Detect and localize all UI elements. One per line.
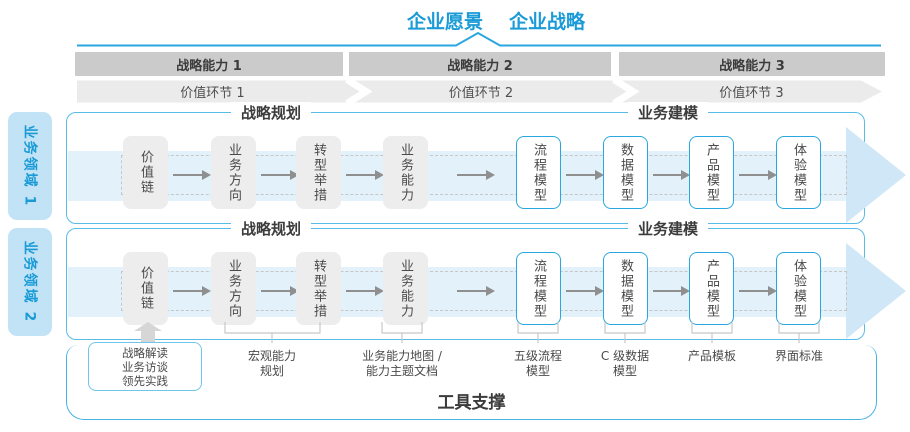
- row-domain-1: 战略规划 业务建模 价值链 业务方向 转型举措 业务能力 流程模型 数据模型 产…: [66, 102, 906, 224]
- dashed-track: [121, 271, 847, 311]
- arrow-icon: [566, 170, 604, 180]
- tools-support-container: 工具支撑: [66, 345, 877, 420]
- arrow-icon: [457, 170, 495, 180]
- arrow-icon: [346, 286, 384, 296]
- domain-tab-2: 业务领域 2: [8, 228, 52, 336]
- box-business-capability: 业务能力: [383, 136, 428, 209]
- arrow-icon: [566, 286, 604, 296]
- box-business-direction: 业务方向: [211, 136, 256, 209]
- tools-support-label: 工具支撑: [437, 393, 506, 413]
- dashed-track: [121, 155, 847, 195]
- box-business-direction: 业务方向: [211, 252, 256, 325]
- arrow-icon: [173, 170, 211, 180]
- value-link-1-label: 价值环节 1: [180, 86, 245, 101]
- annotation-data-model: C 级数据 模型: [600, 349, 650, 378]
- flow-arrowhead-icon: [846, 127, 906, 223]
- capability-bar-3: 战略能力 3: [619, 52, 885, 76]
- annotation-macro-capability: 宏观能力 规划: [247, 349, 296, 378]
- capability-bar-1-label: 战略能力 1: [176, 58, 242, 74]
- arrow-icon: [261, 170, 299, 180]
- box-product-model: 产品模型: [689, 252, 734, 325]
- header-caret-line: [77, 31, 881, 47]
- annotation-product-template: 产品模板: [687, 349, 736, 363]
- section-title-planning: 战略规划: [230, 102, 312, 123]
- arrow-icon: [653, 170, 690, 180]
- value-link-2-label: 价值环节 2: [448, 86, 514, 101]
- arrow-icon: [739, 170, 777, 180]
- domain-tab-2-label: 业务领域 2: [21, 240, 37, 324]
- header-titles: 企业愿景 企业战略: [82, 7, 910, 34]
- annotation-process-model: 五级流程 模型: [513, 349, 562, 378]
- domain-tab-1: 业务领域 1: [8, 112, 52, 220]
- box-value-chain: 价值链: [123, 252, 168, 325]
- value-link-band: [77, 78, 882, 106]
- box-transformation-initiatives: 转型举措: [296, 252, 341, 325]
- domain-tab-1-label: 业务领域 1: [21, 124, 37, 208]
- section-title-planning: 战略规划: [230, 218, 312, 239]
- strategy-title: 企业战略: [509, 11, 586, 33]
- box-experience-model: 体验模型: [776, 252, 821, 325]
- capability-bar-2-label: 战略能力 2: [447, 58, 513, 74]
- arrow-icon: [739, 286, 777, 296]
- connector-brackets: [134, 322, 820, 343]
- practice-input-box: 战略解读 业务访谈 领先实践: [88, 342, 202, 391]
- box-business-capability: 业务能力: [383, 252, 428, 325]
- annotation-capability-map: 业务能力地图 / 能力主题文档: [362, 349, 442, 378]
- box-data-model: 数据模型: [603, 136, 648, 209]
- arrow-icon: [457, 286, 495, 296]
- arrow-icon: [173, 286, 211, 296]
- arrow-icon: [653, 286, 690, 296]
- annotation-ui-standard: 界面标准: [774, 349, 823, 363]
- up-arrow-icon: [134, 322, 162, 342]
- value-link-3-label: 价值环节 3: [719, 86, 784, 101]
- section-title-modeling: 业务建模: [627, 218, 709, 239]
- box-data-model: 数据模型: [603, 252, 648, 325]
- box-process-model: 流程模型: [516, 252, 561, 325]
- box-experience-model: 体验模型: [776, 136, 821, 209]
- box-transformation-initiatives: 转型举措: [296, 136, 341, 209]
- capability-bar-1: 战略能力 1: [75, 52, 343, 76]
- arrow-icon: [346, 170, 384, 180]
- vision-title: 企业愿景: [406, 11, 483, 33]
- box-value-chain: 价值链: [123, 136, 168, 209]
- box-process-model: 流程模型: [516, 136, 561, 209]
- capability-bar-3-label: 战略能力 3: [719, 58, 785, 74]
- arrow-icon: [261, 286, 299, 296]
- row-domain-2: 战略规划 业务建模 价值链 业务方向 转型举措 业务能力 流程模型 数据模型 产…: [66, 218, 906, 340]
- section-title-modeling: 业务建模: [627, 102, 709, 123]
- flow-arrowhead-icon: [846, 243, 906, 339]
- capability-bar-2: 战略能力 2: [349, 52, 611, 76]
- box-product-model: 产品模型: [689, 136, 734, 209]
